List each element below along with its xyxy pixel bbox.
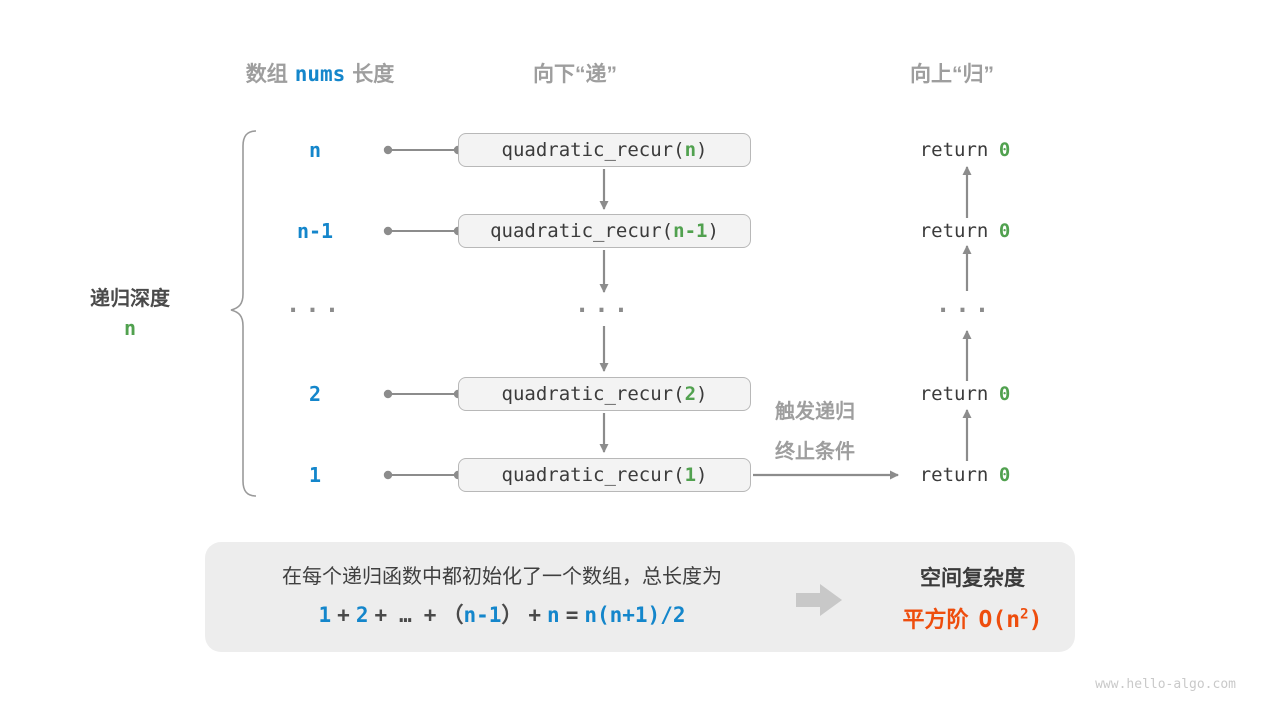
formula-term: n xyxy=(547,603,560,627)
formula-operator: + xyxy=(528,603,542,627)
call-post: ) xyxy=(696,139,708,161)
call-box-n: quadratic_recur(n) xyxy=(458,133,751,167)
summary-formula: 1+2+…+（n-1）+n=n(n+1)/2 xyxy=(222,598,782,632)
call-box-1: quadratic_recur(1) xyxy=(458,458,751,492)
call-post: ) xyxy=(696,383,708,405)
call-post: ) xyxy=(696,464,708,486)
depth-value-2: 2 xyxy=(308,382,322,406)
depth-ellipsis: ··· xyxy=(285,296,345,324)
call-arg: n xyxy=(684,139,697,161)
summary-text: 在每个递归函数中都初始化了一个数组，总长度为 xyxy=(282,566,722,588)
summary-panel xyxy=(205,542,1075,652)
formula-term: 2 xyxy=(355,603,369,627)
call-pre: quadratic_recur( xyxy=(501,139,685,161)
header-array-post: 长度 xyxy=(352,63,395,86)
call-ellipsis: ··· xyxy=(574,296,634,324)
header-array-pre: 数组 xyxy=(245,63,288,86)
call-pre: quadratic_recur( xyxy=(501,383,685,405)
formula-term: 1 xyxy=(318,603,332,627)
formula-operator: + xyxy=(337,603,350,627)
call-post: ) xyxy=(707,220,719,242)
formula-paren: （ xyxy=(442,604,464,627)
recursion-depth-label: 递归深度 xyxy=(90,288,170,310)
connector-lines xyxy=(383,145,463,480)
header-array-length: 数组 nums 长度 xyxy=(205,58,435,88)
return-keyword: return xyxy=(919,464,989,486)
formula-equals: = xyxy=(565,603,579,627)
return-statement: return 0 xyxy=(900,381,1030,407)
call-pre: quadratic_recur( xyxy=(490,220,674,242)
return-value: 0 xyxy=(998,220,1011,242)
return-value: 0 xyxy=(998,464,1011,486)
call-arg: n-1 xyxy=(673,220,708,242)
header-recurse-down: 向下“递” xyxy=(533,63,617,86)
return-keyword: return xyxy=(919,220,989,242)
brace xyxy=(230,130,257,497)
exponent: 2 xyxy=(1020,606,1029,623)
call-pre: quadratic_recur( xyxy=(501,464,685,486)
trigger-note-line1: 触发递归 xyxy=(775,401,855,423)
return-keyword: return xyxy=(919,139,989,161)
order-label: 平方阶 xyxy=(902,607,969,632)
call-arg: 2 xyxy=(684,383,697,405)
call-box-2: quadratic_recur(2) xyxy=(458,377,751,411)
formula-operator: + xyxy=(374,603,388,627)
call-arg: 1 xyxy=(684,464,697,486)
return-value: 0 xyxy=(998,383,1011,405)
space-complexity-title: 空间复杂度 xyxy=(920,567,1025,590)
header-nums-code: nums xyxy=(294,62,346,86)
depth-value-n: n xyxy=(308,138,322,162)
return-value: 0 xyxy=(998,139,1011,161)
return-ellipsis: ··· xyxy=(935,296,995,324)
return-statement: return 0 xyxy=(900,462,1030,488)
watermark: www.hello-algo.com xyxy=(1095,677,1236,692)
trigger-note-line2: 终止条件 xyxy=(775,441,855,463)
formula-paren: ） xyxy=(501,604,523,627)
formula-ellipsis: … xyxy=(399,603,412,627)
header-return-up: 向上“归” xyxy=(910,63,994,86)
call-box-n1: quadratic_recur(n-1) xyxy=(458,214,751,248)
recursion-depth-value: n xyxy=(123,316,137,340)
space-complexity-result: 平方阶 O(n2) xyxy=(860,602,1085,634)
return-keyword: return xyxy=(919,383,989,405)
formula-term: n-1 xyxy=(463,603,502,627)
return-statement: return 0 xyxy=(900,218,1030,244)
formula-operator: + xyxy=(423,603,437,627)
big-o-notation: O(n2) xyxy=(978,606,1043,633)
formula-result: n(n+1)/2 xyxy=(584,603,686,627)
return-statement: return 0 xyxy=(900,137,1030,163)
depth-value-1: 1 xyxy=(308,463,322,487)
depth-value-n1: n-1 xyxy=(296,219,334,243)
